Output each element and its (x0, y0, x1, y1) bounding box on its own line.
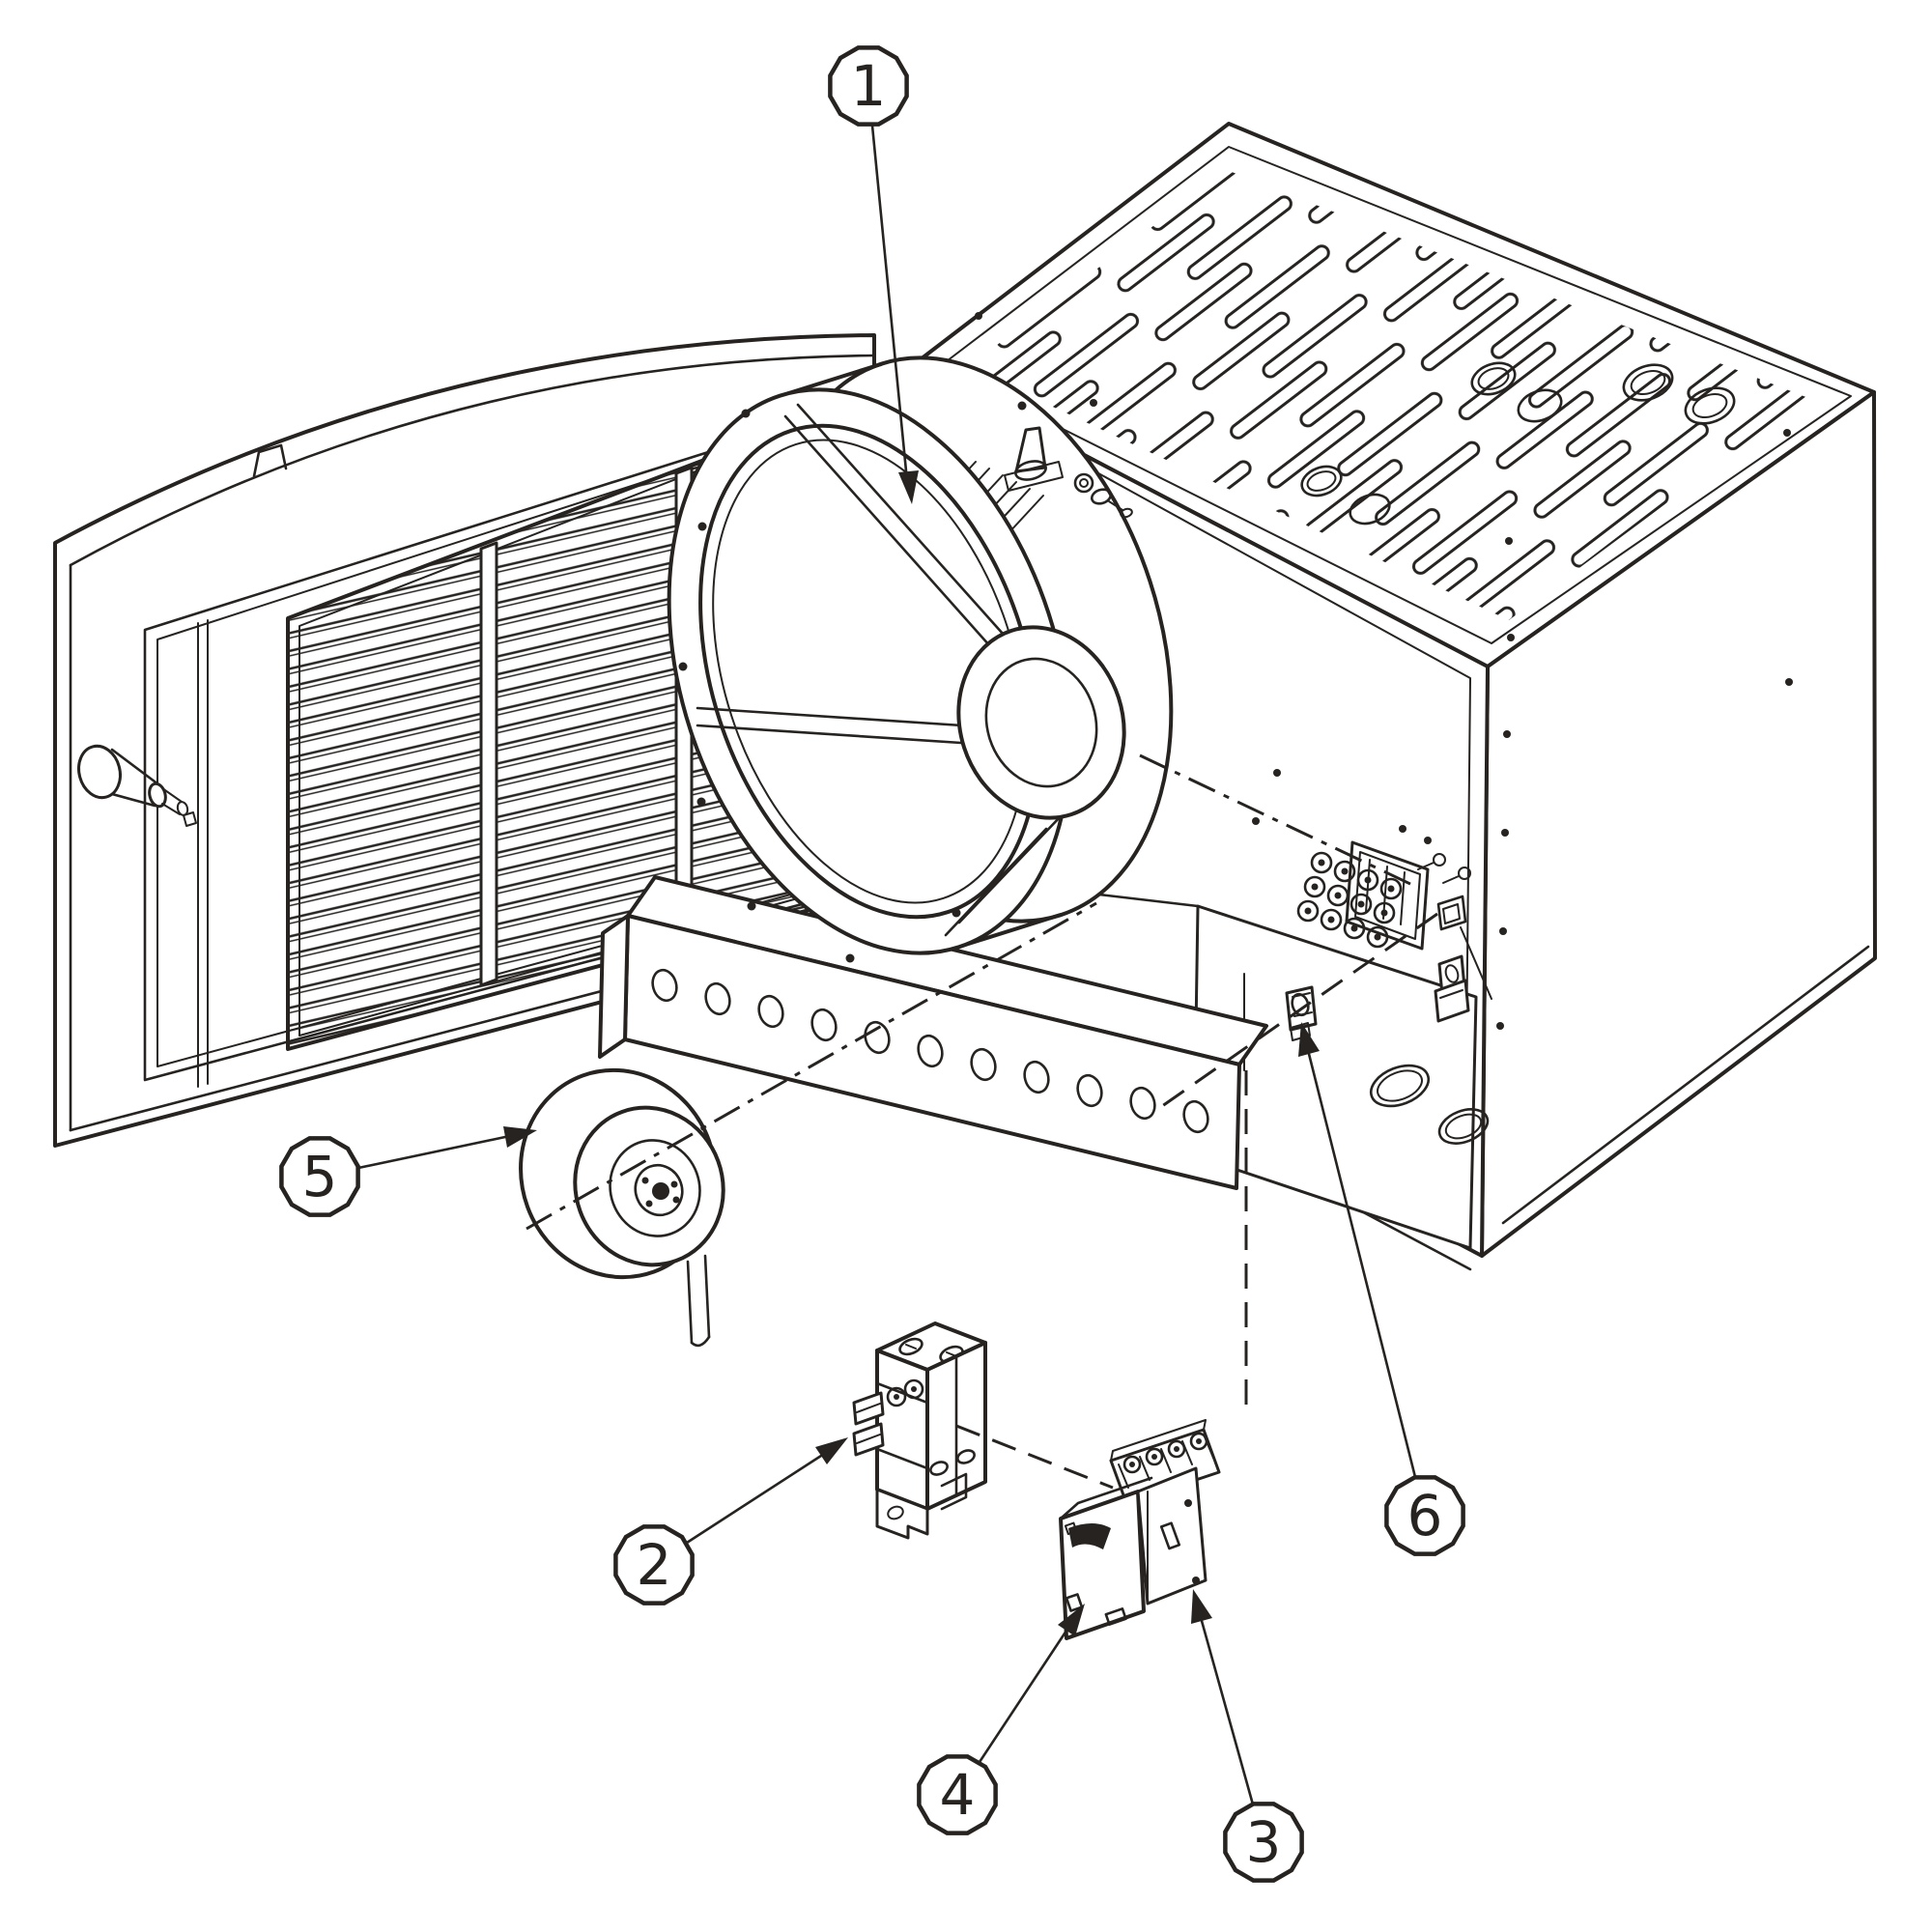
arrowhead-1 (898, 470, 919, 504)
callout-4: 4 (917, 1754, 998, 1835)
leader-6 (1307, 1052, 1417, 1479)
control-box-holes (651, 968, 1209, 1134)
rivet-dots (975, 312, 1793, 1030)
callout-3: 3 (1223, 1802, 1304, 1883)
breaker-toggles (852, 1391, 885, 1457)
knockout-oval-1 (1369, 1064, 1431, 1108)
cabinet-top-vents (968, 170, 1808, 620)
motor-shaft (686, 1254, 711, 1348)
motor-capacitor (519, 1067, 725, 1348)
leader-lines (356, 124, 1417, 1806)
contactor-wedge-mark (1068, 1523, 1111, 1549)
arrowhead-4 (1058, 1604, 1085, 1636)
dash-line-breaker-contactor (955, 1424, 1114, 1490)
door-top-notch (252, 443, 288, 478)
fan-spokes (696, 403, 1063, 937)
fan-flange-holes (678, 401, 1027, 963)
cabinet-base-step-right (1501, 945, 1870, 1225)
door-latch (77, 744, 197, 827)
leader-5 (356, 1135, 507, 1170)
control-box (598, 875, 1268, 1190)
centerline-motor-axis (526, 901, 1097, 1231)
callout-1-number: 1 (851, 53, 887, 119)
mounting-bracket (1434, 954, 1470, 1023)
callout-5-number: 5 (302, 1144, 338, 1209)
dash-line-cutout (1154, 912, 1438, 1113)
callout-4-number: 4 (940, 1762, 976, 1828)
arrowhead-6 (1298, 1022, 1320, 1057)
bolt-fitting (1073, 472, 1133, 519)
cone-fitting (1004, 426, 1064, 492)
grille-mullion-1 (479, 541, 498, 987)
callout-5: 5 (279, 1136, 360, 1217)
callout-2-number: 2 (637, 1532, 672, 1598)
leader-2 (685, 1454, 823, 1545)
fan-assembly (667, 355, 1174, 963)
centerline-terminal-block (1139, 753, 1413, 887)
terminal-block (1296, 825, 1471, 951)
arrowhead-3 (1191, 1589, 1212, 1624)
door-top-thickness (69, 354, 876, 567)
leader-4 (978, 1629, 1068, 1764)
knockout-oval-2 (1437, 1108, 1490, 1145)
door-fold-line (197, 619, 209, 1088)
callout-6-number: 6 (1407, 1483, 1443, 1548)
cabinet (907, 122, 1877, 1271)
callout-3-number: 3 (1246, 1809, 1282, 1875)
arrowhead-2 (815, 1437, 848, 1464)
callout-6: 6 (1384, 1475, 1465, 1556)
arrowhead-5 (503, 1126, 537, 1148)
contactor (1059, 1419, 1221, 1640)
callout-2: 2 (613, 1524, 695, 1605)
cabinet-top-knockouts (1300, 361, 1736, 526)
leader-3 (1200, 1619, 1255, 1806)
terminal-screws (1399, 825, 1471, 884)
leader-1 (870, 124, 910, 493)
callout-1: 1 (828, 45, 909, 127)
square-cutout (1436, 895, 1492, 1000)
cabinet-top-lip (938, 146, 1852, 644)
